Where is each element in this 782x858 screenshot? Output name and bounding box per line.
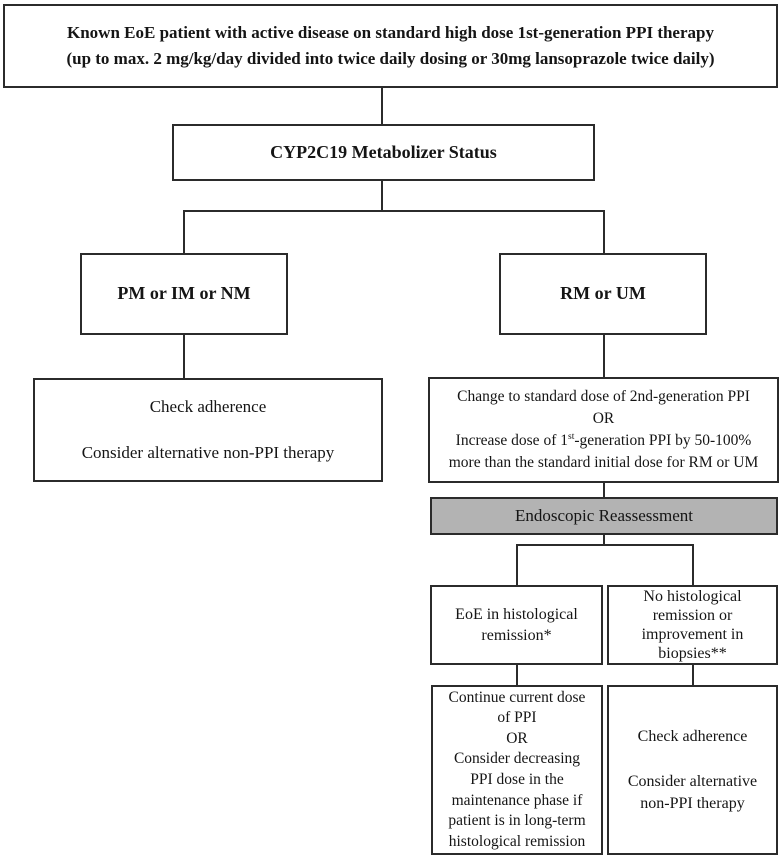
node-check-adherence-right: Check adherence Consider alternative non… (607, 685, 778, 855)
pm-label: PM or IM or NM (117, 283, 251, 304)
continue-line-1: Continue current dose (448, 688, 586, 706)
connector-branch1-to-pm (183, 210, 185, 254)
adherence-right-line-2: Consider alternative (627, 773, 758, 791)
start-line-2: (up to max. 2 mg/kg/day divided into twi… (66, 49, 715, 68)
cyp-label: CYP2C19 Metabolizer Status (270, 141, 497, 162)
connector-endoscopic-to-branch (603, 534, 605, 546)
connector-pm-to-adherence (183, 334, 185, 379)
node-no-histological-remission: No histological remission or improvement… (607, 585, 778, 665)
connector-branch2-to-noremission (692, 544, 694, 586)
change-line-3: Increase dose of 1st-generation PPI by 5… (455, 430, 752, 449)
node-start-known-eoe-patient: Known EoE patient with active disease on… (3, 4, 778, 88)
continue-line-6: maintenance phase if (451, 791, 583, 809)
rm-label: RM or UM (560, 283, 646, 304)
connector-change-to-endoscopic (603, 482, 605, 498)
node-change-ppi-dose: Change to standard dose of 2nd-generatio… (428, 377, 779, 483)
node-cyp2c19-metabolizer-status: CYP2C19 Metabolizer Status (172, 124, 595, 181)
connector-rm-to-change (603, 334, 605, 378)
connector-branch2-horizontal (516, 544, 694, 546)
continue-line-5: PPI dose in the (470, 771, 564, 788)
change-line-2: OR (592, 410, 615, 427)
continue-line-2: of PPI (497, 709, 537, 727)
endoscopic-label: Endoscopic Reassessment (515, 505, 693, 525)
continue-line-4: Consider decreasing (453, 750, 581, 768)
connector-start-to-cyp (381, 87, 383, 125)
continue-line-3: OR (506, 729, 528, 747)
continue-line-7: patient is in long-term (448, 812, 586, 830)
adherence-left-line-2: Consider alternative non-PPI therapy (81, 443, 335, 462)
adherence-right-line-1: Check adherence (637, 728, 748, 746)
connector-remission-to-continue (516, 664, 518, 686)
adherence-right-line-3: non-PPI therapy (640, 794, 745, 812)
connector-cyp-to-branch (381, 180, 383, 212)
connector-branch1-horizontal (183, 210, 605, 212)
node-pm-im-nm: PM or IM or NM (80, 253, 288, 335)
node-continue-current-ppi-dose: Continue current dose of PPI OR Consider… (431, 685, 603, 855)
no-remission-line-4: biopsies** (658, 645, 727, 662)
no-remission-line-1: No histological (643, 588, 742, 605)
remission-line-2: remission* (481, 627, 552, 644)
no-remission-line-2: remission or (652, 607, 733, 624)
node-endoscopic-reassessment: Endoscopic Reassessment (430, 497, 778, 535)
remission-line-1: EoE in histological (455, 605, 578, 623)
start-line-1: Known EoE patient with active disease on… (67, 22, 714, 42)
continue-line-8: histological remission (448, 832, 586, 850)
connector-branch1-to-rm (603, 210, 605, 254)
node-check-adherence-left: Check adherence Consider alternative non… (33, 378, 383, 482)
no-remission-line-3: improvement in (641, 626, 744, 643)
adherence-left-line-1: Check adherence (149, 396, 267, 416)
node-eoe-histological-remission: EoE in histological remission* (430, 585, 603, 665)
change-line-4: more than the standard initial dose for … (448, 454, 759, 471)
superscript-st: st (567, 430, 575, 442)
connector-branch2-to-remission (516, 544, 518, 586)
change-line-1: Change to standard dose of 2nd-generatio… (457, 388, 750, 405)
connector-noremission-to-adherence (692, 664, 694, 686)
node-rm-um: RM or UM (499, 253, 707, 335)
